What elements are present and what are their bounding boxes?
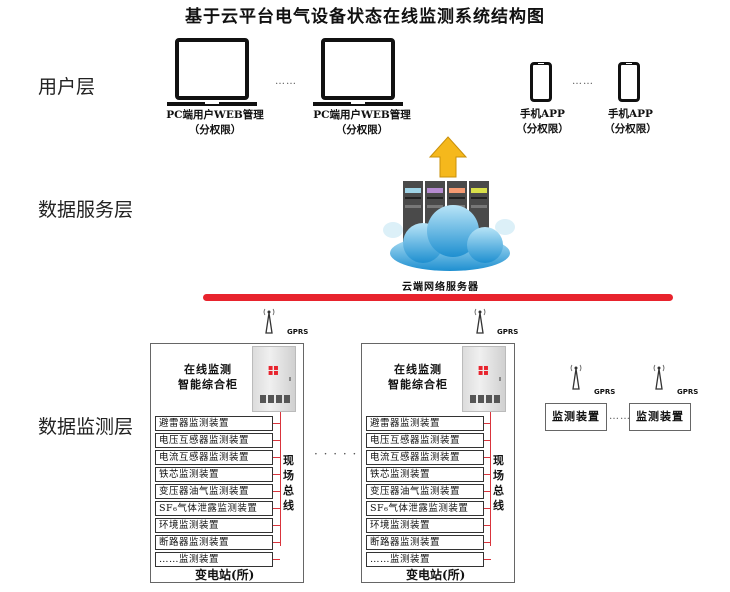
monitoring-device-item: 电压互感器监测装置 bbox=[366, 433, 484, 448]
fieldbus-connector bbox=[273, 457, 280, 458]
fieldbus-connector bbox=[484, 474, 491, 475]
gprs-label: GPRS bbox=[594, 388, 616, 396]
monitoring-device-item: 环境监测装置 bbox=[155, 518, 273, 533]
smart-cabinet-icon: ▪▪▪▪ bbox=[252, 346, 296, 412]
antenna-icon bbox=[570, 364, 582, 390]
monitoring-device-item: 断路器监测装置 bbox=[155, 535, 273, 550]
monitoring-device-item: 避雷器监测装置 bbox=[366, 416, 484, 431]
gprs-label: GPRS bbox=[497, 328, 519, 336]
fieldbus-connector bbox=[484, 457, 491, 458]
smart-cabinet-icon: ▪▪▪▪ bbox=[462, 346, 506, 412]
monitor-ellipsis: …… bbox=[609, 411, 631, 422]
pc-web-label-2: PC端用户WEB管理 （分权限） bbox=[313, 109, 411, 136]
monitoring-device-item: SF₆气体泄露监测装置 bbox=[366, 501, 484, 516]
station-label: 变电站(所) bbox=[195, 568, 255, 582]
monitoring-device-item: 变压器油气监测装置 bbox=[366, 484, 484, 499]
diagram-title: 基于云平台电气设备状态在线监测系统结构图 bbox=[185, 7, 545, 27]
fieldbus-connector bbox=[273, 525, 280, 526]
antenna-icon bbox=[474, 308, 486, 334]
fieldbus-connector bbox=[273, 559, 280, 560]
fieldbus-line bbox=[490, 412, 491, 546]
cloud-server-graphic bbox=[383, 136, 515, 271]
monitoring-device-item: ……监测装置 bbox=[155, 552, 273, 567]
layer-label-user: 用户层 bbox=[38, 76, 96, 98]
laptop-icon bbox=[313, 38, 403, 108]
monitoring-device-item: 断路器监测装置 bbox=[366, 535, 484, 550]
cabinet-label: 在线监测 智能综合柜 bbox=[388, 363, 448, 391]
antenna-icon bbox=[653, 364, 665, 390]
fieldbus-connector bbox=[484, 508, 491, 509]
monitoring-device-item: 电流互感器监测装置 bbox=[366, 450, 484, 465]
antenna-icon bbox=[263, 308, 275, 334]
layer-label-service: 数据服务层 bbox=[38, 199, 134, 221]
fieldbus-connector bbox=[273, 542, 280, 543]
ellipsis: …… bbox=[572, 76, 594, 87]
up-arrow-icon bbox=[428, 136, 468, 178]
fieldbus-label: 现场总线 bbox=[493, 454, 504, 512]
monitoring-device-item: 环境监测装置 bbox=[366, 518, 484, 533]
cabinet-label: 在线监测 智能综合柜 bbox=[178, 363, 238, 391]
monitoring-device-item: 电压互感器监测装置 bbox=[155, 433, 273, 448]
fieldbus-connector bbox=[484, 559, 491, 560]
monitor-device-1: 监测装置 bbox=[545, 403, 607, 431]
fieldbus-connector bbox=[484, 491, 491, 492]
laptop-icon bbox=[167, 38, 257, 108]
phone-icon bbox=[618, 62, 640, 102]
mobile-app-label-2: 手机APP （分权限） bbox=[604, 108, 657, 135]
monitoring-device-item: 变压器油气监测装置 bbox=[155, 484, 273, 499]
fieldbus-connector bbox=[484, 440, 491, 441]
monitoring-device-item: 避雷器监测装置 bbox=[155, 416, 273, 431]
ellipsis: …… bbox=[275, 76, 297, 87]
network-bus bbox=[203, 294, 673, 301]
fieldbus-line bbox=[280, 412, 281, 546]
monitor-device-2: 监测装置 bbox=[629, 403, 691, 431]
gprs-label: GPRS bbox=[677, 388, 699, 396]
layer-label-monitor: 数据监测层 bbox=[38, 416, 134, 438]
fieldbus-connector bbox=[484, 542, 491, 543]
fieldbus-connector bbox=[273, 474, 280, 475]
fieldbus-connector bbox=[273, 440, 280, 441]
fieldbus-connector bbox=[484, 423, 491, 424]
cloud-server-label: 云端网络服务器 bbox=[402, 282, 479, 293]
mobile-app-label-1: 手机APP （分权限） bbox=[516, 108, 569, 135]
between-stations-ellipsis: · · · · · · bbox=[314, 447, 367, 461]
monitoring-device-item: 电流互感器监测装置 bbox=[155, 450, 273, 465]
fieldbus-connector bbox=[273, 423, 280, 424]
gprs-label: GPRS bbox=[287, 328, 309, 336]
pc-web-label-1: PC端用户WEB管理 （分权限） bbox=[166, 109, 264, 136]
fieldbus-label: 现场总线 bbox=[283, 454, 294, 512]
monitoring-device-item: ……监测装置 bbox=[366, 552, 484, 567]
monitoring-device-item: 铁芯监测装置 bbox=[366, 467, 484, 482]
fieldbus-connector bbox=[273, 491, 280, 492]
monitoring-device-item: SF₆气体泄露监测装置 bbox=[155, 501, 273, 516]
fieldbus-connector bbox=[273, 508, 280, 509]
fieldbus-connector bbox=[484, 525, 491, 526]
monitoring-device-item: 铁芯监测装置 bbox=[155, 467, 273, 482]
cloud-icon bbox=[383, 205, 515, 271]
station-label: 变电站(所) bbox=[406, 568, 466, 582]
phone-icon bbox=[530, 62, 552, 102]
